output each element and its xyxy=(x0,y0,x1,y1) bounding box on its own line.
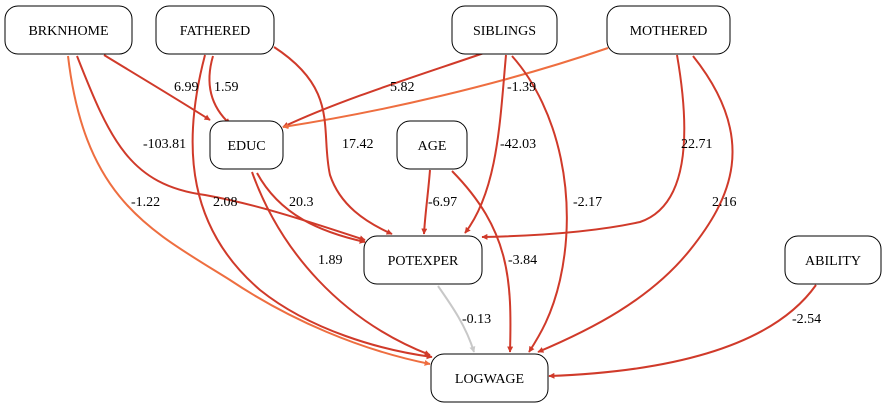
edge-siblings-potexper xyxy=(464,54,507,234)
edge-brknhome-logwage xyxy=(67,55,431,366)
node-logwage-box xyxy=(430,353,549,403)
node-potexper: POTEXPER xyxy=(363,235,483,285)
edge-siblings-logwage xyxy=(511,55,568,353)
edge-siblings-educ xyxy=(282,52,485,128)
node-mothered-label: MOTHERED xyxy=(630,24,708,39)
node-brknhome-box xyxy=(4,5,133,55)
edge-label-siblings-logwage: -2.17 xyxy=(573,195,602,210)
edge-label-siblings-educ: 5.82 xyxy=(390,80,415,95)
node-educ-label: EDUC xyxy=(227,139,265,154)
node-potexper-box xyxy=(363,235,483,285)
edge-age-potexper xyxy=(421,169,431,235)
node-ability-box xyxy=(784,235,882,285)
edge-label-age-logwage: -3.84 xyxy=(508,253,537,268)
node-mothered: MOTHERED xyxy=(606,5,731,55)
node-mothered-box xyxy=(606,5,731,55)
edge-label-fathered-potexper: 17.42 xyxy=(342,137,374,152)
edge-brknhome-potexper xyxy=(76,55,366,242)
edge-fathered-educ xyxy=(208,55,231,125)
edge-label-age-potexper: -6.97 xyxy=(428,195,457,210)
node-fathered: FATHERED xyxy=(155,5,275,55)
node-siblings: SIBLINGS xyxy=(451,5,558,55)
node-age: AGE xyxy=(396,120,468,170)
node-educ: EDUC xyxy=(209,120,284,170)
edge-label-brknhome-potexper: -103.81 xyxy=(143,137,186,152)
node-age-box xyxy=(396,120,468,170)
edge-label-educ-logwage: 1.89 xyxy=(318,253,343,268)
edge-label-educ-potexper: 20.3 xyxy=(289,195,314,210)
edge-potexper-logwage xyxy=(437,285,476,353)
edges xyxy=(67,46,817,379)
edge-label-fathered-logwage: 2.08 xyxy=(213,195,238,210)
edge-label-ability-logwage: -2.54 xyxy=(792,312,821,327)
node-brknhome-label: BRKNHOME xyxy=(28,24,108,39)
node-ability-label: ABILITY xyxy=(805,254,861,269)
edge-label-brknhome-educ: 6.99 xyxy=(174,80,199,95)
edge-fathered-logwage xyxy=(191,54,433,360)
edge-label-mothered-potexper: 22.71 xyxy=(681,137,713,152)
edge-labels: 6.99 1.59 5.82 -1.39 -103.81 17.42 -42.0… xyxy=(131,80,821,327)
edge-brknhome-educ xyxy=(103,54,211,121)
edge-mothered-potexper xyxy=(481,54,686,240)
edge-label-potexper-logwage: -0.13 xyxy=(462,312,491,327)
edge-label-siblings-potexper: -42.03 xyxy=(500,137,536,152)
node-fathered-label: FATHERED xyxy=(180,24,251,39)
edge-fathered-potexper xyxy=(273,46,393,235)
edge-label-fathered-educ: 1.59 xyxy=(214,80,239,95)
edge-label-brknhome-logwage: -1.22 xyxy=(131,195,160,210)
edge-mothered-logwage xyxy=(537,55,734,353)
node-educ-box xyxy=(209,120,284,170)
node-potexper-label: POTEXPER xyxy=(388,254,459,269)
edge-mothered-educ xyxy=(282,47,609,130)
edge-ability-logwage xyxy=(548,284,817,379)
node-siblings-label: SIBLINGS xyxy=(473,24,536,39)
edge-label-mothered-logwage: 2.16 xyxy=(712,195,737,210)
node-ability: ABILITY xyxy=(784,235,882,285)
node-brknhome: BRKNHOME xyxy=(4,5,133,55)
edge-label-mothered-educ: -1.39 xyxy=(507,80,536,95)
node-fathered-box xyxy=(155,5,275,55)
edge-age-logwage xyxy=(451,170,514,353)
edge-educ-logwage xyxy=(251,171,431,356)
edge-educ-potexper xyxy=(256,172,366,244)
node-logwage: LOGWAGE xyxy=(430,353,549,403)
node-logwage-label: LOGWAGE xyxy=(455,372,524,387)
node-age-label: AGE xyxy=(418,139,447,154)
nodes: BRKNHOME FATHERED SIBLINGS MOTHERED EDUC… xyxy=(4,5,882,403)
node-siblings-box xyxy=(451,5,558,55)
